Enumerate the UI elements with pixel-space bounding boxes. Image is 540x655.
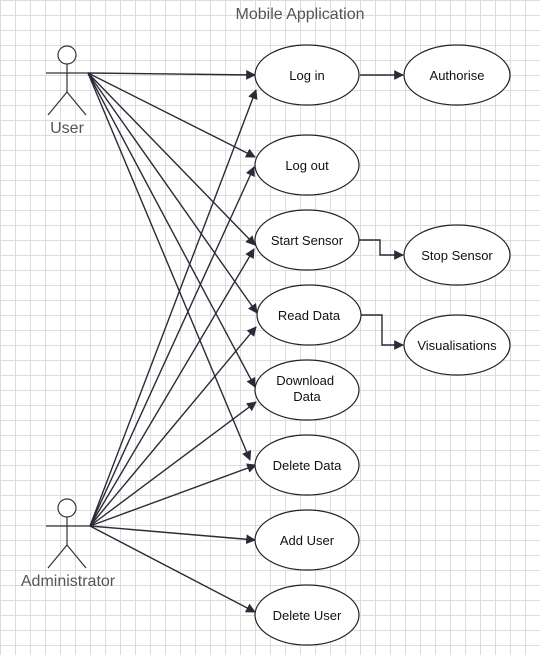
user-label: User bbox=[50, 120, 84, 137]
administrator-edges bbox=[89, 89, 258, 613]
use-case-stop-sensor[interactable]: Stop Sensor bbox=[403, 224, 511, 286]
administrator-left-leg-icon bbox=[47, 544, 68, 569]
edge-admin-start-sensor bbox=[89, 248, 255, 527]
edge-admin-login bbox=[89, 89, 258, 527]
edge-admin-delete-data bbox=[89, 463, 257, 527]
use-case-add-user-shape bbox=[254, 509, 360, 571]
use-case-read-data-shape bbox=[256, 284, 362, 346]
edge-start-sensor-stop-sensor bbox=[358, 239, 404, 260]
use-case-authorise-shape bbox=[403, 44, 511, 106]
use-case-stop-sensor-label: Stop Sensor bbox=[421, 248, 493, 263]
use-case-start-sensor-label: Start Sensor bbox=[271, 233, 344, 248]
edge-user-start-sensor bbox=[87, 72, 256, 246]
user-head-icon bbox=[57, 45, 77, 65]
use-case-visualisations-label: Visualisations bbox=[417, 338, 497, 353]
use-case-download-data-label-line1: Download bbox=[276, 373, 334, 388]
edge-read-data-visualisations bbox=[360, 314, 404, 350]
edge-user-download-data bbox=[87, 72, 256, 388]
use-case-login-label: Log in bbox=[289, 68, 324, 83]
use-case-delete-data-shape bbox=[254, 434, 360, 496]
use-case-login-shape bbox=[254, 44, 360, 106]
edge-user-login bbox=[87, 69, 256, 80]
use-case-download-data-shape bbox=[254, 359, 360, 421]
use-case-delete-data[interactable]: Delete Data bbox=[254, 434, 360, 496]
use-case-download-data-label: Download Data bbox=[276, 373, 337, 404]
edge-user-delete-data bbox=[87, 72, 252, 461]
user-left-leg-icon bbox=[47, 91, 68, 116]
user-right-leg-icon bbox=[66, 91, 87, 116]
use-case-delete-user-shape bbox=[254, 584, 360, 646]
secondary-edges bbox=[358, 70, 404, 350]
use-case-add-user-label: Add User bbox=[280, 533, 335, 548]
edge-admin-download-data bbox=[89, 401, 257, 527]
use-case-download-data[interactable]: Download Data bbox=[254, 359, 360, 421]
use-case-read-data[interactable]: Read Data bbox=[256, 284, 362, 346]
actor-user: User bbox=[46, 45, 88, 137]
use-case-visualisations[interactable]: Visualisations bbox=[403, 314, 511, 376]
use-case-download-data-label-line2: Data bbox=[293, 389, 321, 404]
use-case-logout-label: Log out bbox=[285, 158, 329, 173]
use-case-delete-user-label: Delete User bbox=[273, 608, 342, 623]
use-case-delete-user[interactable]: Delete User bbox=[254, 584, 360, 646]
edge-admin-delete-user bbox=[89, 525, 256, 613]
administrator-head-icon bbox=[57, 498, 77, 518]
use-case-logout-shape bbox=[254, 134, 360, 196]
administrator-right-leg-icon bbox=[66, 544, 87, 569]
use-case-delete-data-label: Delete Data bbox=[273, 458, 342, 473]
use-case-authorise-label: Authorise bbox=[430, 68, 485, 83]
user-edges bbox=[87, 69, 258, 461]
edge-user-read-data bbox=[87, 72, 258, 314]
use-case-logout[interactable]: Log out bbox=[254, 134, 360, 196]
edge-admin-read-data bbox=[89, 326, 257, 527]
use-case-add-user[interactable]: Add User bbox=[254, 509, 360, 571]
actor-administrator: Administrator bbox=[21, 498, 116, 590]
administrator-label: Administrator bbox=[21, 573, 116, 590]
diagram-title: Mobile Application bbox=[236, 6, 365, 23]
use-case-start-sensor[interactable]: Start Sensor bbox=[254, 209, 360, 271]
use-case-read-data-label: Read Data bbox=[278, 308, 341, 323]
use-case-start-sensor-shape bbox=[254, 209, 360, 271]
edge-user-logout bbox=[87, 72, 256, 158]
edge-admin-add-user bbox=[89, 525, 256, 545]
edge-admin-logout bbox=[89, 166, 255, 527]
use-case-authorise[interactable]: Authorise bbox=[403, 44, 511, 106]
use-case-login[interactable]: Log in bbox=[254, 44, 360, 106]
use-case-visualisations-shape bbox=[403, 314, 511, 376]
use-case-stop-sensor-shape bbox=[403, 224, 511, 286]
